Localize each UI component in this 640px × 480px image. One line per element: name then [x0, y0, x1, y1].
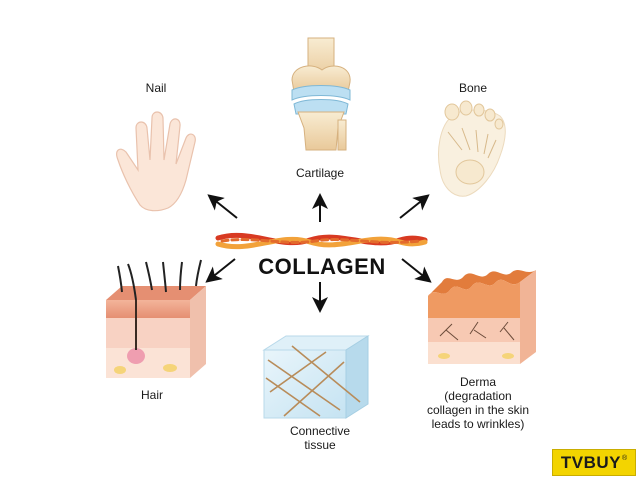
label-derma-line-2: (degradation: [444, 389, 512, 403]
arrow-to-derma: [401, 258, 432, 283]
arrow-to-bone: [399, 194, 430, 219]
label-derma-line-4: leads to wrinkles): [431, 417, 525, 431]
brand-watermark: TVBUY ®: [552, 449, 636, 476]
label-bone: Bone: [458, 81, 488, 95]
arrow-to-nail: [207, 194, 238, 219]
label-hair: Hair: [140, 388, 163, 402]
hand-icon: [116, 111, 196, 212]
label-connective-tissue: Connective tissue: [270, 424, 370, 452]
label-connective-line-1: Connective: [289, 424, 351, 438]
arrows: [205, 193, 432, 313]
label-derma-line-1: Derma: [459, 375, 496, 389]
knee-joint-icon: [291, 37, 351, 151]
brand-text: TVBUY: [560, 452, 621, 472]
label-cartilage: Cartilage: [295, 166, 345, 180]
registered-mark: ®: [621, 455, 628, 462]
hair-skin-icon: [106, 259, 206, 378]
collagen-fiber-icon: [215, 232, 428, 250]
collagen-title: COLLAGEN: [258, 254, 386, 279]
foot-bone-icon: [438, 100, 506, 197]
label-derma-line-3: collagen in the skin: [426, 403, 530, 417]
label-connective-line-2: tissue: [304, 438, 336, 452]
label-nail: Nail: [145, 81, 167, 95]
label-derma: Derma (degradation collagen in the skin …: [412, 375, 544, 431]
skin-wrinkle-icon: [428, 270, 536, 364]
arrow-to-hair: [205, 258, 236, 283]
connective-tissue-icon: [262, 335, 370, 419]
